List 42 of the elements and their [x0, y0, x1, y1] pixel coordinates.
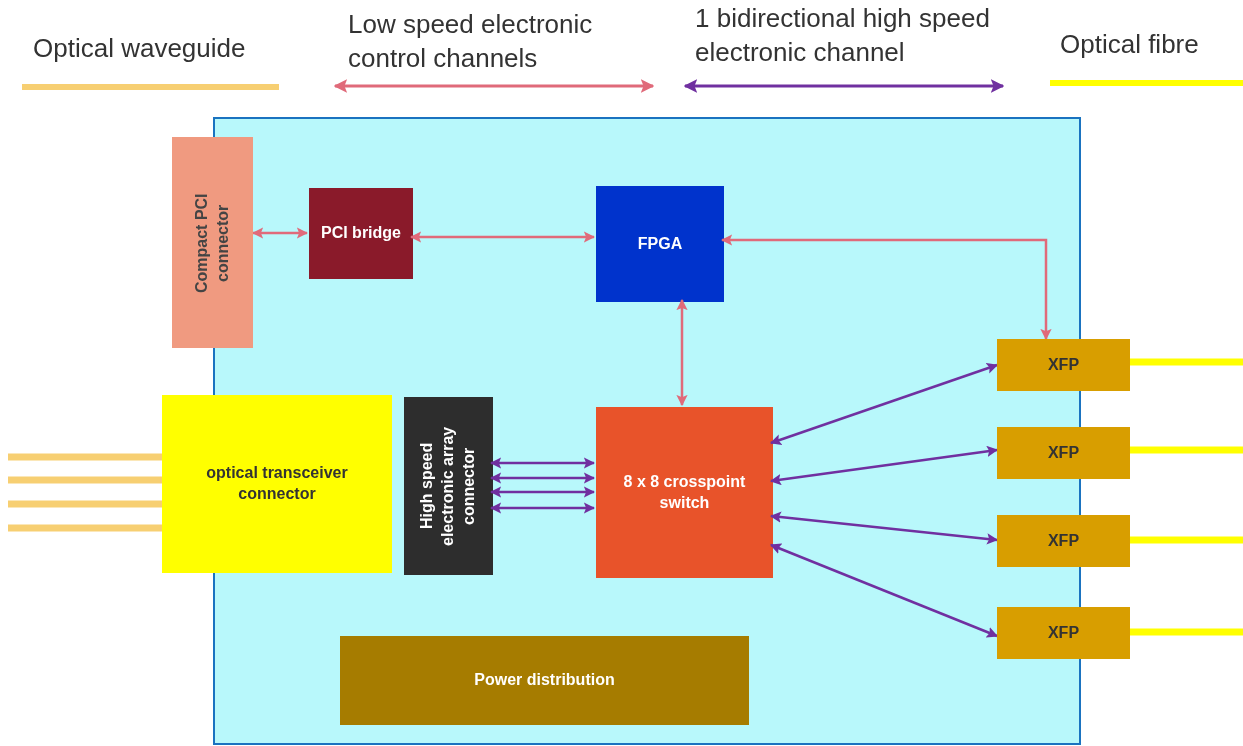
legend-label: Optical waveguide — [33, 32, 247, 65]
node-label: PCI bridge — [321, 223, 401, 244]
arrow — [769, 543, 999, 638]
arrow — [489, 502, 596, 514]
fibre-line — [1130, 358, 1243, 366]
arrow — [676, 298, 688, 407]
power-box — [340, 636, 749, 725]
node-label: XFP — [1047, 442, 1080, 463]
node-label: optical transceiver connector — [205, 463, 349, 504]
node-label: XFP — [1047, 530, 1080, 551]
arrow — [251, 227, 309, 239]
connector-box — [172, 137, 253, 348]
xfp-module — [997, 607, 1130, 659]
arrow — [769, 511, 999, 545]
arrow — [769, 363, 999, 445]
arrow — [409, 231, 596, 243]
node-label: Power distribution — [474, 670, 615, 691]
node-label: XFP — [1047, 354, 1080, 375]
node-label: XFP — [1047, 622, 1080, 643]
bridge-box — [309, 188, 413, 279]
arrow — [720, 234, 1052, 341]
legend-label: Optical fibre — [1060, 28, 1200, 61]
node-label: High speed electronic array connector — [417, 425, 478, 548]
fibre-line — [1130, 628, 1243, 636]
arrow — [489, 457, 596, 469]
connector-box — [162, 395, 392, 573]
xfp-module — [997, 339, 1130, 391]
legend-label: 1 bidirectional high speed electronic channel — [695, 2, 991, 69]
xfp-module — [997, 515, 1130, 567]
node-label: Compact PCI connector — [191, 191, 232, 295]
fibre-line — [1130, 446, 1243, 454]
arrow — [769, 445, 999, 486]
legend-label: Low speed electronic control channels — [348, 8, 594, 75]
arrow — [489, 472, 596, 484]
node-label: 8 x 8 crosspoint switch — [622, 471, 747, 513]
arrow — [489, 486, 596, 498]
switch-box — [596, 407, 773, 578]
xfp-module — [997, 427, 1130, 479]
fpga-box — [596, 186, 724, 302]
node-label: FPGA — [637, 233, 683, 254]
connector-box — [404, 397, 493, 575]
fibre-line — [1130, 536, 1243, 544]
